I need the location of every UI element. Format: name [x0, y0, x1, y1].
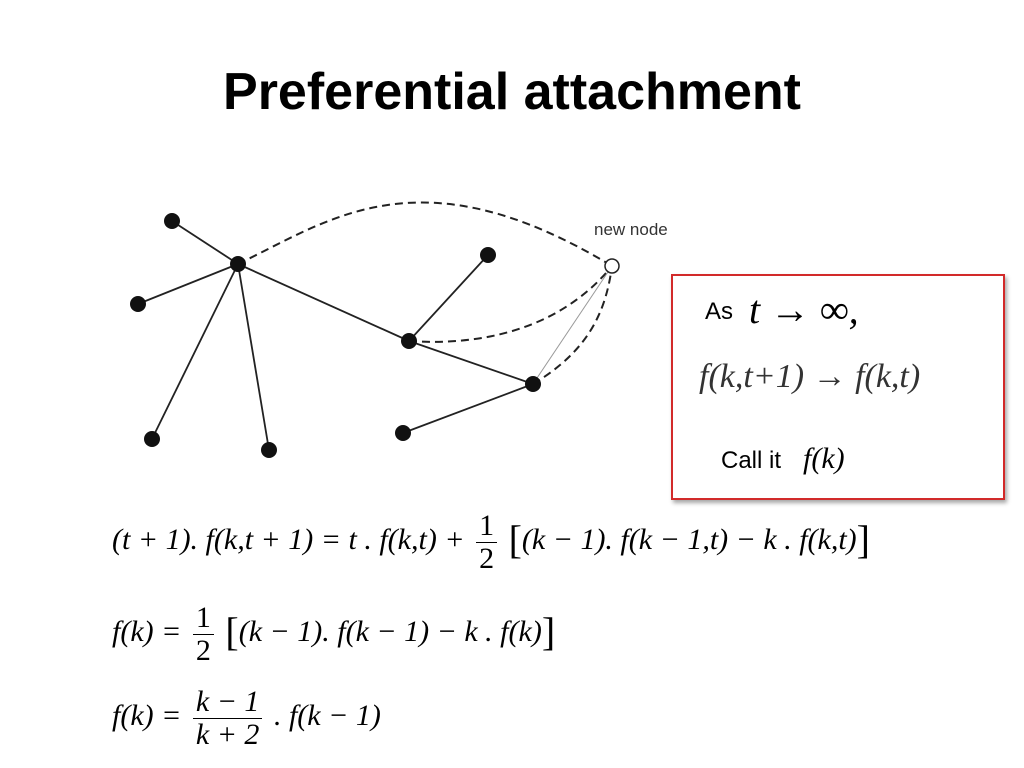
call-it-label: Call it [721, 447, 782, 474]
dashed-edge-center [408, 265, 613, 343]
call-expression: f(k) [803, 442, 845, 475]
existing-nodes [130, 213, 541, 458]
equation-2: f(k) = 1 2 [(k − 1). f(k − 1) − k . f(k)… [112, 601, 556, 667]
convergence-expression: f(k,t+1) → f(k,t) [699, 358, 921, 395]
as-label: As [705, 298, 734, 325]
eq1-half-den: 2 [479, 541, 495, 575]
dashed-edge-hub [237, 201, 613, 267]
node-top-right [480, 247, 496, 263]
eq1-half: 1 2 [476, 510, 498, 575]
dashed-edge-right [532, 265, 613, 385]
equation-1: (t + 1). f(k,t + 1) = t . f(k,t) + 1 2 [… [112, 509, 870, 575]
node-lower-left [144, 431, 160, 447]
node-left [130, 296, 146, 312]
eq3-fraction: k − 1 k + 2 [192, 686, 263, 751]
node-bottom [261, 442, 277, 458]
new-node-label: new node [594, 220, 668, 239]
eq2-left: f(k) = [112, 614, 182, 648]
callout-box: As t → ∞, f(k,t+1) → f(k,t) Call it f(k) [671, 274, 1005, 500]
new-node-dashed-edges [237, 201, 613, 385]
callout-call-row: Call it f(k) [721, 442, 845, 476]
eq1-half-num: 1 [476, 510, 498, 543]
eq3-den: k + 2 [195, 717, 260, 751]
eq2-half: 1 2 [192, 602, 214, 667]
node-upper-left [164, 213, 180, 229]
existing-edges [137, 220, 534, 451]
eq2-half-den: 2 [195, 633, 211, 667]
limit-expression: t → ∞, [749, 287, 859, 332]
new-node [604, 258, 620, 274]
eq2-right: (k − 1). f(k − 1) − k . f(k) [238, 614, 542, 648]
slide-title: Preferential attachment [223, 63, 801, 121]
equation-3: f(k) = k − 1 k + 2 . f(k − 1) [112, 686, 381, 750]
eq3-right: . f(k − 1) [273, 698, 381, 732]
eq1-left: (t + 1). f(k,t + 1) = t . f(k,t) + [112, 522, 465, 556]
eq2-half-num: 1 [192, 602, 214, 635]
callout-limit-row: As t → ∞, [705, 286, 859, 333]
eq3-num: k − 1 [192, 686, 263, 719]
node-right [525, 376, 541, 392]
thin-edge-right [532, 265, 613, 385]
eq3-left: f(k) = [112, 698, 182, 732]
node-bottom-right [395, 425, 411, 441]
node-hub [230, 256, 246, 272]
node-center [401, 333, 417, 349]
eq1-right: (k − 1). f(k − 1,t) − k . f(k,t) [521, 522, 857, 556]
